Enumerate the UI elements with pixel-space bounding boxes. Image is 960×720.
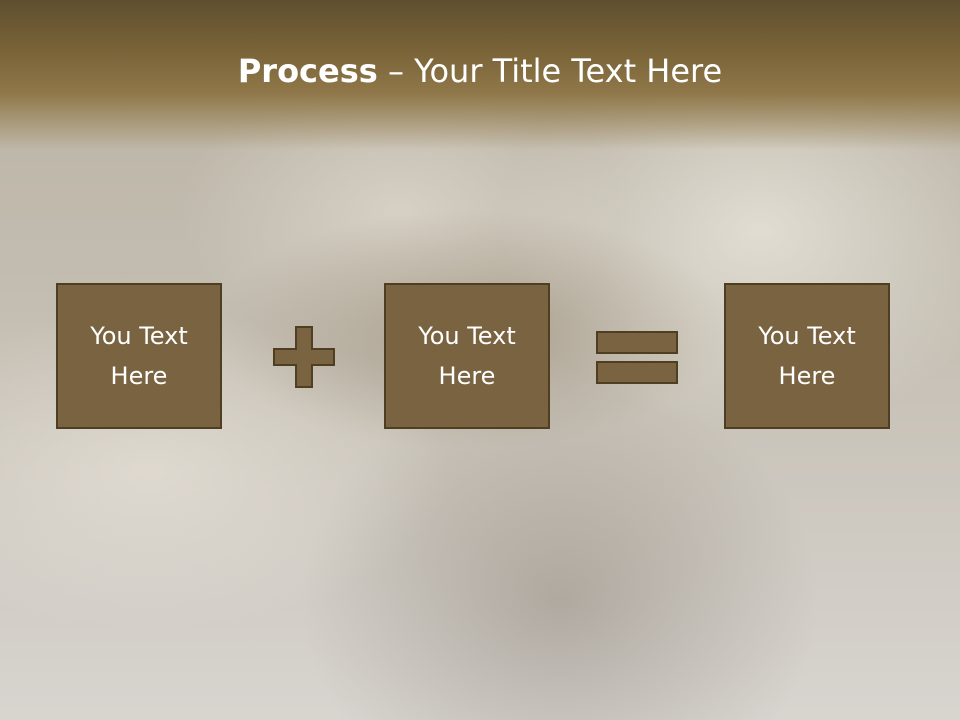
process-box-1-text: You Text Here — [64, 316, 214, 396]
process-box-1: You Text Here — [56, 283, 222, 429]
plus-icon — [272, 325, 336, 389]
process-box-2-line2: Here — [438, 362, 496, 390]
process-box-2-text: You Text Here — [392, 316, 542, 396]
process-box-2: You Text Here — [384, 283, 550, 429]
process-box-3-line1: You Text — [758, 322, 856, 350]
header-band — [0, 0, 960, 150]
process-box-2-line1: You Text — [418, 322, 516, 350]
process-box-1-line2: Here — [110, 362, 168, 390]
title-bold: Process — [237, 52, 378, 90]
title-rest: – Your Title Text Here — [377, 52, 723, 90]
process-box-3-text: You Text Here — [732, 316, 882, 396]
process-box-3-line2: Here — [778, 362, 836, 390]
equals-icon — [596, 331, 678, 385]
process-box-3: You Text Here — [724, 283, 890, 429]
slide-title: Process – Your Title Text Here — [0, 52, 960, 90]
process-box-1-line1: You Text — [90, 322, 188, 350]
